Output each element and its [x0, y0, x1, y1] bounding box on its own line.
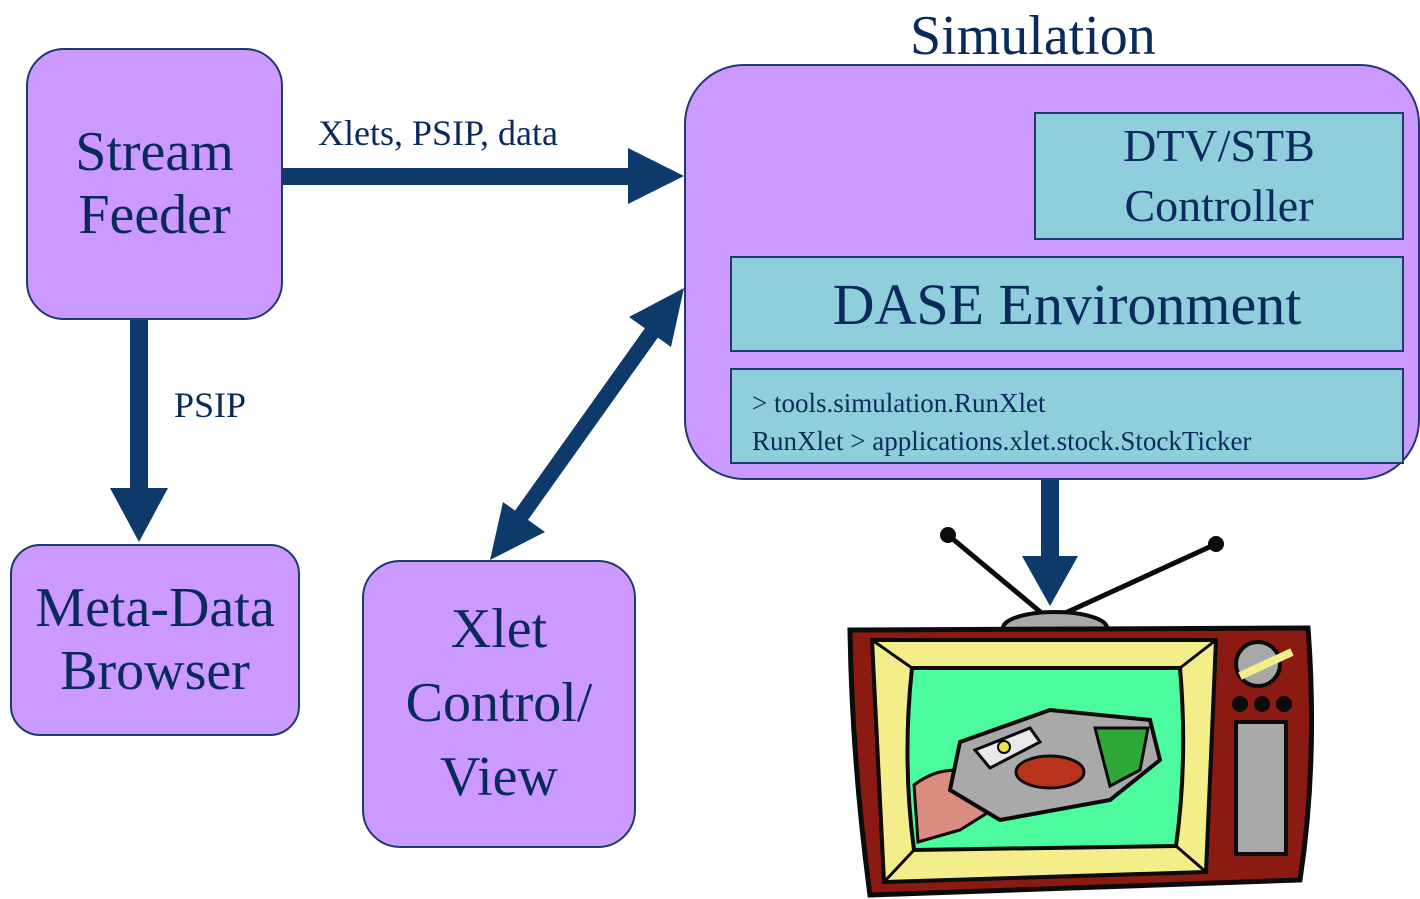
metadata-browser-line2: Browser	[60, 640, 250, 702]
xlet-control-view-box: Xlet Control/ View	[362, 560, 636, 848]
arrow-feeder-to-browser	[110, 320, 168, 542]
arrow-feeder-to-simulation	[283, 148, 684, 204]
console-output-box: > tools.simulation.RunXlet RunXlet > app…	[730, 368, 1404, 464]
arrow-simulation-to-tv	[1022, 480, 1078, 606]
metadata-browser-line1: Meta-Data	[35, 577, 275, 640]
arrow-label-feeder-to-simulation: Xlets, PSIP, data	[318, 113, 559, 153]
dase-environment-label: DASE Environment	[832, 271, 1302, 337]
xlet-control-line1: Xlet	[450, 598, 548, 661]
stream-feeder-line1: Stream	[75, 121, 234, 184]
arrow-label-feeder-to-browser: PSIP	[174, 385, 247, 425]
metadata-browser-box: Meta-Data Browser	[10, 544, 300, 736]
dase-environment-box: DASE Environment	[730, 256, 1404, 352]
controller-label: Controller	[1124, 180, 1314, 231]
console-line-2: RunXlet > applications.xlet.stock.StockT…	[752, 426, 1252, 456]
simulation-title: Simulation	[910, 5, 1156, 67]
xlet-control-line2: Control/	[405, 672, 593, 735]
dtv-stb-label: DTV/STB	[1123, 120, 1315, 172]
stream-feeder-box: Stream Feeder	[26, 48, 283, 320]
stream-feeder-line2: Feeder	[78, 184, 231, 246]
dtv-stb-controller-box: DTV/STB Controller	[1034, 112, 1404, 240]
console-line-1: > tools.simulation.RunXlet	[752, 388, 1046, 418]
arrow-xlet-simulation-bidirectional	[490, 288, 684, 560]
xlet-control-line3: View	[440, 745, 558, 808]
television-icon	[847, 527, 1315, 898]
